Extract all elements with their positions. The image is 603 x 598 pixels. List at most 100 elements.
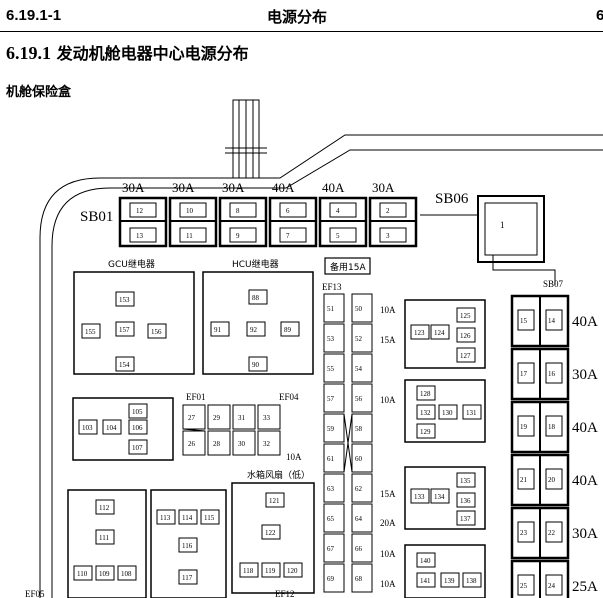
page-header: 6.19.1-1 电源分布 6	[0, 0, 603, 34]
relay-pin-box	[410, 488, 430, 504]
relay-pin: 113	[160, 514, 171, 522]
fuse-pin: 8	[236, 207, 240, 215]
sb07-label: SB07	[543, 279, 564, 289]
ef13-left-box	[323, 563, 345, 593]
ef-fuse-bottom	[182, 430, 206, 456]
relay-pin-box	[248, 289, 268, 305]
ef13-pin: 52	[355, 335, 363, 343]
relay-pin: 137	[460, 515, 471, 523]
fuse-pin: 7	[286, 232, 290, 240]
relay-label: HCU继电器	[232, 258, 279, 270]
relay-pin-box	[283, 562, 303, 578]
ef13-fuse: 61 60	[323, 443, 373, 473]
relay-pin-box	[117, 565, 137, 581]
relay-pin: 117	[182, 574, 193, 582]
relay-pin: 92	[250, 326, 258, 334]
relay-pin: 105	[132, 408, 143, 416]
sb07-rating: 30A	[572, 367, 598, 383]
ef13-right-box	[351, 383, 373, 413]
relay-pin-box	[95, 499, 115, 515]
sb06-pin: 1	[500, 220, 505, 230]
relay-pin-box	[128, 419, 148, 435]
header-divider	[0, 31, 603, 32]
ef13-right-box	[351, 293, 373, 323]
ef05-label: EF05	[25, 589, 45, 598]
top-fuse-row: SB01 SB06 30A121330A101130A8940A6740A453…	[80, 180, 556, 285]
ef13-cross	[343, 413, 353, 473]
header-right-code: 6	[596, 7, 603, 24]
section-title-text: 发动机舱电器中心电源分布	[56, 44, 249, 63]
relay-pin-box	[178, 509, 198, 525]
ef13-pin: 65	[327, 515, 335, 523]
relay-pin: 126	[460, 332, 471, 340]
relay-frame	[404, 544, 486, 598]
ef13-rating: 10A	[380, 305, 396, 315]
ef13-left-box	[323, 383, 345, 413]
sb07-rating: 30A	[572, 526, 598, 542]
sb01-label: SB01	[80, 209, 113, 225]
relay-pin: 103	[82, 424, 93, 432]
sb07-pin-box	[517, 574, 535, 596]
ef13-pin: 60	[355, 455, 363, 463]
relay-pin-box	[462, 572, 482, 588]
relay-pin-box	[95, 529, 115, 545]
relay-pin: 131	[466, 409, 477, 417]
housing-outline	[39, 134, 603, 598]
ef13-left-box	[323, 353, 345, 383]
relay-pin: 122	[265, 529, 276, 537]
relay-pin: 132	[420, 409, 431, 417]
sb07-pin-box	[545, 521, 563, 543]
fuse-pin-box	[179, 227, 207, 243]
ef13-pin: 53	[327, 335, 335, 343]
ef13-left-box	[323, 413, 345, 443]
relay-pin-box	[456, 472, 476, 488]
relay-pin: 115	[204, 514, 215, 522]
fuse-pin-box	[279, 202, 307, 218]
top-connector	[225, 99, 267, 179]
relay-pin-box	[462, 404, 482, 420]
ef13-pin: 64	[355, 515, 363, 523]
sb07-pin: 19	[520, 423, 528, 431]
ef13-pin: 68	[355, 575, 363, 583]
relay-pin-box	[456, 347, 476, 363]
ef13-label: EF13	[322, 282, 342, 292]
ef-pin: 31	[238, 414, 246, 422]
relay-frame	[72, 397, 174, 461]
relay-pin-box	[115, 291, 135, 307]
ef13-right-box	[351, 443, 373, 473]
sb07-pin-box	[517, 468, 535, 490]
ef-fuse-top	[232, 404, 256, 430]
section-title: 6.19.1 发动机舱电器中心电源分布	[6, 40, 249, 64]
relay-pin-box	[456, 492, 476, 508]
relay-pin-box	[261, 562, 281, 578]
ef-pin: 27	[188, 414, 196, 422]
relay-label: GCU继电器	[108, 258, 155, 270]
section-subtitle: 机舱保险盒	[6, 85, 72, 100]
fuse-rating: 30A	[372, 180, 395, 195]
relay-pin-box	[95, 565, 115, 581]
ef13-left-box	[323, 503, 345, 533]
sb07-rating: 40A	[572, 314, 598, 330]
ef-fuse-top	[257, 404, 281, 430]
sb07-pin: 23	[520, 529, 528, 537]
relay-pin-box	[200, 509, 220, 525]
relay-pin-box	[246, 321, 266, 337]
fuse-pin: 6	[286, 207, 290, 215]
relay-pin: 121	[269, 497, 280, 505]
relay-pin-box	[440, 572, 460, 588]
ef13-pin: 61	[327, 455, 335, 463]
relay-pin: 120	[287, 567, 298, 575]
sb07-pin-box	[545, 468, 563, 490]
relay-pin-box	[156, 509, 176, 525]
